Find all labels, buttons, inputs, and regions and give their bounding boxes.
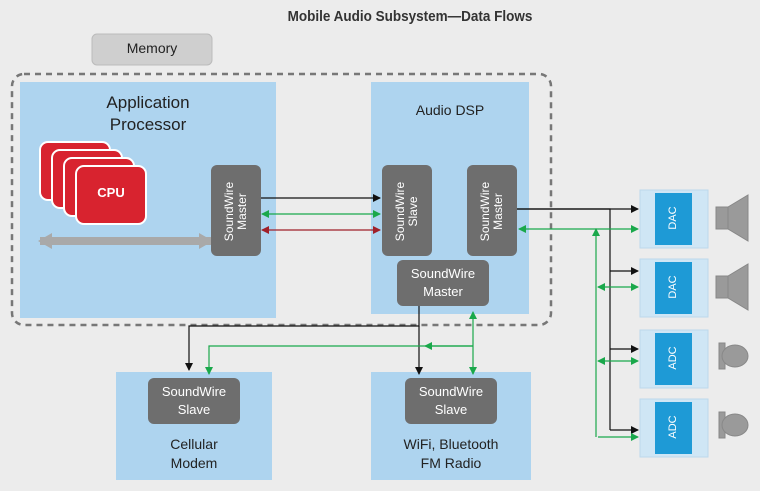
speaker-icon bbox=[715, 263, 749, 311]
sw-slave-dsp-label: SoundWire Slave bbox=[383, 166, 430, 257]
app-processor-line2: Processor bbox=[109, 115, 187, 134]
adc-2 bbox=[655, 402, 692, 454]
adc-1-label: ADC bbox=[667, 346, 679, 370]
app-processor-title: Application Processor bbox=[90, 92, 206, 136]
dac-2-label: DAC bbox=[667, 275, 679, 299]
diagram-title: Mobile Audio Subsystem—Data Flows bbox=[287, 8, 533, 25]
soc-boundary bbox=[10, 72, 553, 327]
wifi-name-line1: WiFi, Bluetooth bbox=[403, 436, 499, 452]
app-processor-line1: Application bbox=[106, 93, 190, 112]
dac-2 bbox=[655, 262, 692, 314]
sw-master-ap-label: SoundWire Master bbox=[212, 166, 259, 257]
cellular-name-line2: Modem bbox=[170, 455, 218, 471]
sw-slave-dsp-line2: Slave bbox=[405, 196, 420, 227]
audio-dsp-title: Audio DSP bbox=[415, 102, 485, 118]
wifi-slave-line1: SoundWire bbox=[418, 384, 484, 399]
sw-master-dsp-right-box bbox=[467, 165, 517, 256]
wifi-label: WiFi, Bluetooth FM Radio bbox=[371, 435, 531, 473]
dac-1 bbox=[655, 193, 692, 245]
wifi-name-line2: FM Radio bbox=[420, 455, 482, 471]
sw-master-dsp-bottom-box: SoundWire Master bbox=[397, 260, 489, 306]
dac-1-label: DAC bbox=[667, 206, 679, 230]
sw-master-ap-line2: Master bbox=[234, 193, 249, 230]
cellular-name-line1: Cellular bbox=[170, 436, 218, 452]
sw-master-dsp-right-label: SoundWire Master bbox=[468, 166, 515, 257]
sw-master-dsp-right-line1: SoundWire bbox=[477, 181, 492, 242]
sw-master-dsp-bottom-line1: SoundWire bbox=[410, 266, 476, 281]
cellular-sw-slave-box: SoundWire Slave bbox=[148, 378, 240, 424]
wifi-slave-line2: Slave bbox=[434, 402, 468, 417]
memory-label: Memory bbox=[126, 40, 178, 56]
cellular-modem-label: Cellular Modem bbox=[116, 435, 272, 473]
memory-box bbox=[91, 33, 213, 66]
cellular-slave-line1: SoundWire bbox=[161, 384, 227, 399]
microphone-icon bbox=[718, 342, 749, 370]
sw-master-ap-line1: SoundWire bbox=[221, 181, 236, 242]
cpu-label: CPU bbox=[97, 185, 125, 200]
sw-master-ap-box bbox=[211, 165, 261, 256]
adc-1 bbox=[655, 333, 692, 385]
sw-slave-dsp-box bbox=[382, 165, 432, 256]
wifi-sw-slave-box: SoundWire Slave bbox=[405, 378, 497, 424]
cpu-chip bbox=[75, 165, 147, 225]
sw-master-dsp-bottom-line2: Master bbox=[423, 284, 463, 299]
sw-slave-dsp-line1: SoundWire bbox=[392, 181, 407, 242]
sw-master-dsp-right-line2: Master bbox=[490, 193, 505, 230]
adc-2-label: ADC bbox=[667, 415, 679, 439]
cellular-slave-line2: Slave bbox=[177, 402, 211, 417]
microphone-icon bbox=[718, 411, 749, 439]
speaker-icon bbox=[715, 194, 749, 242]
